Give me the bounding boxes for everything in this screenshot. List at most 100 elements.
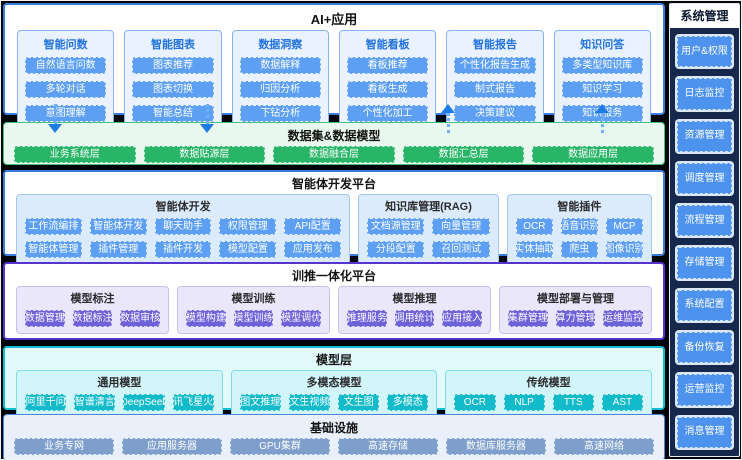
group-multimodal-models: 多模态模型 图文推理文生视频文生图多模态 <box>230 370 438 418</box>
app-column-title: 智能问数 <box>43 39 88 51</box>
app-column-items: 图表推荐 图表切换 智能总结 <box>132 57 214 122</box>
section-title-training-platform: 训推一体化平台 <box>291 269 376 283</box>
app-column-title: 智能报告 <box>472 39 517 51</box>
app-column: 智能看板 看板推荐 看板生成 个性化加工 <box>338 30 437 130</box>
app-column: 数据洞察 数据解释 归因分析 下钻分析 <box>231 30 329 130</box>
feature-node: 数据管理 <box>25 310 65 327</box>
section-model-layer: 模型层 通用模型 阿里千问智谱清言DeepSeek讯飞星火 多模态模型 图文推理… <box>3 346 665 418</box>
infrastructure-node: 应用服务器 <box>122 438 222 455</box>
main-stack: AI+应用 智能问数 自然语言问数 多轮对话 意图理解 <box>3 3 665 459</box>
system-node: 存储管理 <box>677 247 732 279</box>
infrastructure-node: 高速存储 <box>338 438 438 455</box>
app-column-items: 看板推荐 看板生成 个性化加工 <box>346 57 429 122</box>
app-column-title: 数据洞察 <box>258 39 303 51</box>
system-management-items: 用户&权限 日志监控 资源管理 调度管理 流程管理 存储管理 系统配置 备份恢复… <box>670 28 739 456</box>
section-title-agent-platform: 智能体开发平台 <box>291 177 376 191</box>
feature-node: 数据审核 <box>120 310 160 327</box>
infrastructure-node: GPU集群 <box>230 438 330 455</box>
model-node: 智谱清言 <box>74 394 116 411</box>
group-items: 阿里千问智谱清言DeepSeek讯飞星火 <box>25 394 214 411</box>
system-node: 流程管理 <box>677 205 732 237</box>
app-column-title: 知识问答 <box>580 39 625 51</box>
app-column: 智能图表 图表推荐 图表切换 智能总结 <box>124 30 222 130</box>
group-model-inference: 模型推理 推理服务调用统计应用接入 <box>338 286 491 334</box>
feature-node: 应用接入 <box>442 310 482 327</box>
feature-node: 集群管理 <box>508 310 548 327</box>
group-title: 模型训练 <box>231 293 276 305</box>
feature-node: OCR <box>515 218 553 235</box>
feature-node: API配置 <box>284 218 342 235</box>
system-node: 消息管理 <box>677 416 732 448</box>
feature-node: 权限管理 <box>219 218 277 235</box>
feature-node: 工作流编排 <box>25 218 82 235</box>
feature-node: 文档源管理 <box>367 218 425 235</box>
system-node: 运营监控 <box>677 374 732 406</box>
model-node: DeepSeek <box>123 394 165 411</box>
data-layer-node: 数据应用层 <box>532 146 654 163</box>
group-model-training: 模型训练 模型构建模型训练模型调优 <box>177 286 330 334</box>
system-management-panel: 系统管理 用户&权限 日志监控 资源管理 调度管理 流程管理 存储管理 系统配置… <box>669 3 740 457</box>
model-node: 文生图 <box>338 394 380 411</box>
feature-node: 多类型知识库 <box>561 57 643 74</box>
app-column-items: 数据解释 归因分析 下钻分析 <box>239 57 321 122</box>
group-title: 知识库管理(RAG) <box>385 201 472 213</box>
arrow-up-icon <box>441 104 455 133</box>
feature-node: 归因分析 <box>239 81 321 98</box>
model-node: 阿里千问 <box>25 394 67 411</box>
group-items: 推理服务调用统计应用接入 <box>347 310 482 327</box>
system-node: 资源管理 <box>677 120 732 152</box>
data-layer-node: 业务系统层 <box>14 146 136 163</box>
section-dataset-datamodel: 数据集&数据模型 业务系统层 数据贴源层 数据融合层 数据汇总层 数据应用层 <box>3 122 665 165</box>
feature-node: 图表推荐 <box>132 57 214 74</box>
feature-node: 应用发布 <box>284 241 342 258</box>
feature-node: 算力管理 <box>555 310 596 327</box>
feature-node: 知识学习 <box>561 81 643 98</box>
feature-node: 多轮对话 <box>25 81 107 98</box>
feature-node: 模型调优 <box>281 310 321 327</box>
feature-node: 看板生成 <box>346 81 429 98</box>
feature-node: 数据标注 <box>72 310 113 327</box>
feature-node: 向量管理 <box>432 218 490 235</box>
model-node: 文生视频 <box>288 394 330 411</box>
feature-node: 数据解释 <box>239 57 321 74</box>
group-title: 多模态模型 <box>306 377 362 389</box>
group-model-annotation: 模型标注 数据管理数据标注数据审核 <box>16 286 169 334</box>
model-node: 多模态 <box>387 394 429 411</box>
feature-node: 实体抽取 <box>515 241 553 258</box>
system-node: 日志监控 <box>677 78 732 110</box>
model-node: AST <box>601 394 644 411</box>
group-title: 通用模型 <box>97 377 142 389</box>
system-node: 系统配置 <box>677 289 732 322</box>
group-title: 智能体开发 <box>155 201 211 213</box>
infrastructure-node: 高速网络 <box>554 438 654 455</box>
feature-node: 下钻分析 <box>239 105 321 122</box>
section-title-model-layer: 模型层 <box>315 353 352 367</box>
group-title: 模型推理 <box>392 293 437 305</box>
group-items: 集群管理算力管理运维监控 <box>508 310 643 327</box>
group-items: 模型构建模型训练模型调优 <box>186 310 321 327</box>
feature-node: 模型训练 <box>233 310 274 327</box>
section-title-infrastructure: 基础设施 <box>309 421 358 435</box>
feature-node: 智能体开发 <box>89 218 147 235</box>
feature-node: 语音识别 <box>560 218 598 235</box>
feature-node: 制式报告 <box>454 81 536 98</box>
app-column-title: 智能看板 <box>365 39 410 51</box>
app-column-items: 自然语言问数 多轮对话 意图理解 <box>25 57 107 122</box>
group-items: 数据管理数据标注数据审核 <box>25 310 160 327</box>
feature-node: 智能总结 <box>132 105 214 122</box>
section-title-dataset: 数据集&数据模型 <box>287 129 381 143</box>
model-node: TTS <box>552 394 594 411</box>
feature-node: 智能体管理 <box>25 241 82 258</box>
feature-node: 召回测试 <box>432 241 490 258</box>
feature-node: 模型配置 <box>219 241 277 258</box>
arrow-down-icon <box>200 104 214 133</box>
group-items: 图文推理文生视频文生图多模态 <box>239 394 429 411</box>
section-training-inference-platform: 训推一体化平台 模型标注 数据管理数据标注数据审核 模型训练 模型构建模型训练模… <box>3 262 665 340</box>
feature-node: 调用统计 <box>394 310 435 327</box>
